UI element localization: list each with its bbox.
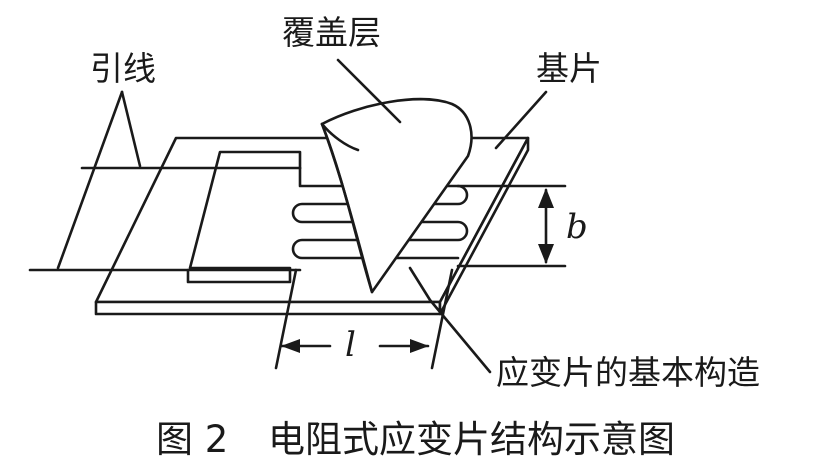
sensitive-grid xyxy=(186,150,567,284)
dimension-b xyxy=(538,188,554,264)
cover-layer-label: 覆盖层 xyxy=(282,13,381,52)
leader-lines xyxy=(56,58,548,374)
basic-structure-label: 应变片的基本构造 xyxy=(496,353,760,392)
dimension-l xyxy=(274,268,454,370)
lead-wires xyxy=(28,166,302,272)
figure-title: 电阻式应变片结构示意图 xyxy=(268,418,675,461)
cover-layer xyxy=(320,97,473,294)
substrate-label: 基片 xyxy=(536,49,602,88)
lead-wire-label: 引线 xyxy=(90,49,156,88)
length-symbol-label: l xyxy=(345,325,356,365)
width-symbol-label: b xyxy=(566,207,588,247)
figure-number: 图 2 xyxy=(156,418,228,461)
